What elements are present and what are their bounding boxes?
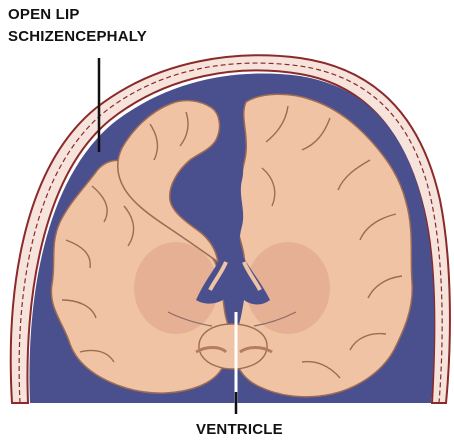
left-upper-sulci [149, 111, 189, 161]
skull [9, 54, 451, 404]
brain [50, 93, 413, 398]
left-deep-nuclei [134, 242, 218, 334]
right-internal-capsule-line [253, 311, 297, 327]
ventricle-highlight [208, 261, 262, 291]
right-vessel [239, 346, 273, 354]
right-deep-nuclei [246, 242, 330, 334]
left-internal-capsule-line [167, 311, 213, 327]
brainstem [198, 323, 268, 370]
skull-inner-edge [18, 62, 443, 404]
open-lip-label-line1: OPEN LIP [8, 6, 80, 23]
left-vessel [195, 346, 228, 354]
left-upper-lobe [117, 99, 221, 264]
ventricle-label: VENTRICLE [196, 421, 283, 438]
skull-outer-shell [9, 54, 451, 404]
open-lip-label-line2: SCHIZENCEPHALY [8, 28, 147, 45]
left-sulci [61, 185, 135, 363]
interhemispheric-cleft [223, 96, 244, 264]
right-sulci [261, 105, 403, 379]
